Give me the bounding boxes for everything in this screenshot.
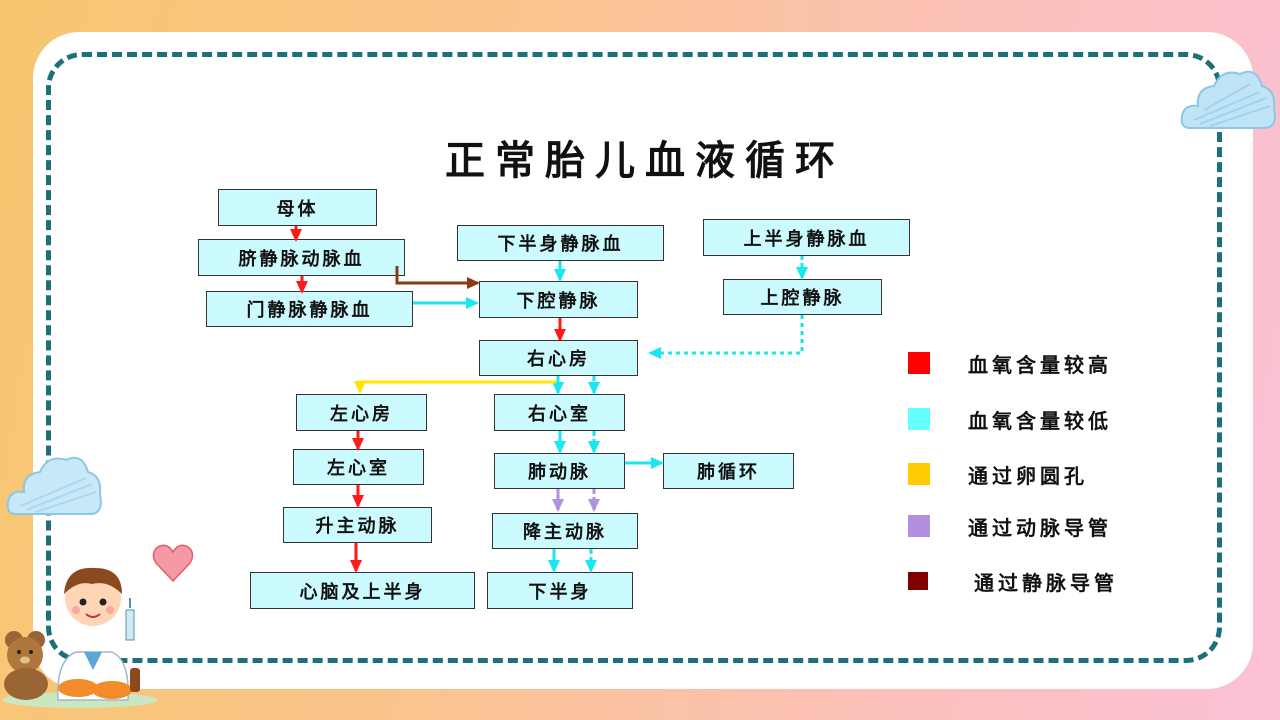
flow-arrow xyxy=(552,489,564,512)
heart-icon xyxy=(152,544,194,583)
node-heart-brain-upper: 心脑及上半身 xyxy=(250,572,475,609)
flow-arrow xyxy=(413,297,479,309)
node-lower-body-vein: 下半身静脉血 xyxy=(457,225,664,261)
node-left-atrium: 左心房 xyxy=(296,394,427,431)
node-mother: 母体 xyxy=(218,189,377,226)
legend-label: 血氧含量较低 xyxy=(968,409,1112,433)
dashed-frame xyxy=(46,52,1222,663)
node-ivc: 下腔静脉 xyxy=(479,281,638,318)
flow-arrow xyxy=(554,261,566,282)
node-right-atrium: 右心房 xyxy=(479,340,638,376)
node-ascending-aorta: 升主动脉 xyxy=(283,507,432,543)
slide-card xyxy=(33,32,1253,689)
flow-arrow xyxy=(354,380,556,394)
cloud-icon xyxy=(1180,70,1276,129)
flow-arrow xyxy=(588,489,600,512)
node-pulmonary-artery: 肺动脉 xyxy=(494,453,625,489)
node-pulmonary-circulation: 肺循环 xyxy=(663,453,794,489)
flow-arrow xyxy=(585,549,597,573)
legend-label: 通过动脉导管 xyxy=(968,516,1112,540)
flow-arrow xyxy=(625,457,664,469)
legend-swatch-high-oxygen xyxy=(908,352,930,374)
flow-arrow xyxy=(648,315,804,359)
flow-arrow xyxy=(296,276,308,294)
legend-label: 血氧含量较高 xyxy=(968,353,1112,377)
flow-arrow xyxy=(796,256,808,280)
flow-arrow xyxy=(554,431,566,454)
node-lower-body: 下半身 xyxy=(487,572,633,609)
flow-arrow xyxy=(352,485,364,508)
flow-arrow xyxy=(352,431,364,451)
flow-arrow xyxy=(290,226,302,242)
flow-arrow xyxy=(554,318,566,342)
cloud-icon xyxy=(6,456,102,515)
legend-swatch-low-oxygen xyxy=(908,408,930,430)
node-descending-aorta: 降主动脉 xyxy=(492,513,638,549)
legend-swatch-ductus-venosus xyxy=(908,572,928,590)
flow-arrow xyxy=(350,543,362,573)
node-svc: 上腔静脉 xyxy=(723,279,882,315)
legend-label: 通过卵圆孔 xyxy=(968,464,1088,488)
flow-arrow xyxy=(548,549,560,573)
legend-label: 通过静脉导管 xyxy=(974,571,1118,595)
flow-arrow xyxy=(395,266,480,289)
flow-arrow xyxy=(588,376,600,395)
flow-arrow xyxy=(552,376,564,395)
node-umbilical-vein: 脐静脉动脉血 xyxy=(198,239,405,276)
node-upper-body-vein: 上半身静脉血 xyxy=(703,219,910,256)
legend-swatch-foramen-ovale xyxy=(908,463,930,485)
node-left-ventricle: 左心室 xyxy=(293,449,424,485)
doctor-kid-illustration xyxy=(2,567,158,708)
flow-arrow xyxy=(588,431,600,454)
node-right-ventricle: 右心室 xyxy=(494,394,625,431)
page-title: 正常胎儿血液循环 xyxy=(445,138,845,184)
node-portal-vein: 门静脉静脉血 xyxy=(206,291,413,327)
legend-swatch-ductus-arteriosus xyxy=(908,515,930,537)
